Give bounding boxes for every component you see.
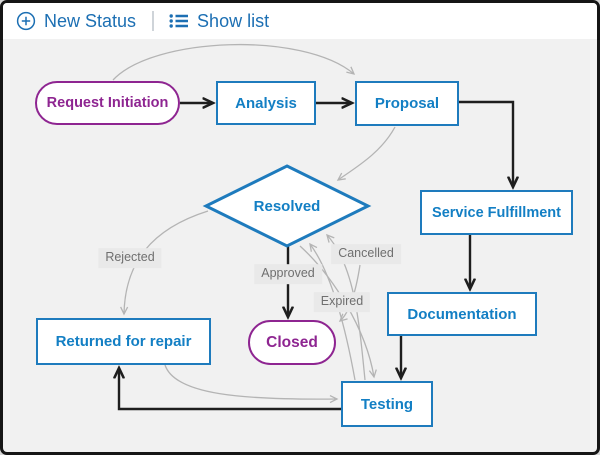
node-resolved[interactable]: Resolved — [253, 197, 321, 215]
edge-requestinitiation-proposal — [112, 43, 356, 81]
edge-returned-testing — [164, 364, 339, 404]
node-returned-for-repair[interactable]: Returned for repair — [36, 318, 211, 365]
node-closed[interactable]: Closed — [248, 320, 336, 365]
node-documentation[interactable]: Documentation — [387, 292, 537, 336]
node-testing[interactable]: Testing — [341, 381, 433, 427]
workflow-edges — [112, 43, 600, 411]
edge-label-approved: Approved — [254, 264, 322, 284]
edge-label-expired: Expired — [313, 292, 371, 312]
list-icon — [168, 11, 189, 31]
node-analysis[interactable]: Analysis — [216, 81, 316, 125]
resolved-diamond-shape[interactable] — [202, 164, 372, 248]
plus-circle-icon — [16, 11, 36, 31]
node-request-initiation[interactable]: Request Initiation — [35, 81, 180, 125]
edge-proposal-servicefulfillment — [459, 100, 513, 187]
show-list-button[interactable]: Show list — [168, 11, 269, 32]
new-status-button[interactable]: New Status — [16, 11, 136, 32]
edge-label-rejected: Rejected — [98, 248, 162, 268]
edge-label-cancelled: Cancelled — [331, 244, 401, 264]
toolbar-divider — [152, 11, 155, 31]
workflow-canvas[interactable]: Request Initiation Analysis Proposal Ser… — [3, 3, 600, 452]
node-service-fulfillment[interactable]: Service Fulfillment — [420, 190, 573, 235]
new-status-label: New Status — [44, 10, 137, 31]
node-proposal[interactable]: Proposal — [355, 81, 459, 126]
toolbar: New Status Show list — [3, 3, 597, 39]
edge-testing-returned — [119, 368, 341, 411]
edge-proposal-resolved — [336, 126, 396, 181]
show-list-label: Show list — [197, 10, 270, 31]
